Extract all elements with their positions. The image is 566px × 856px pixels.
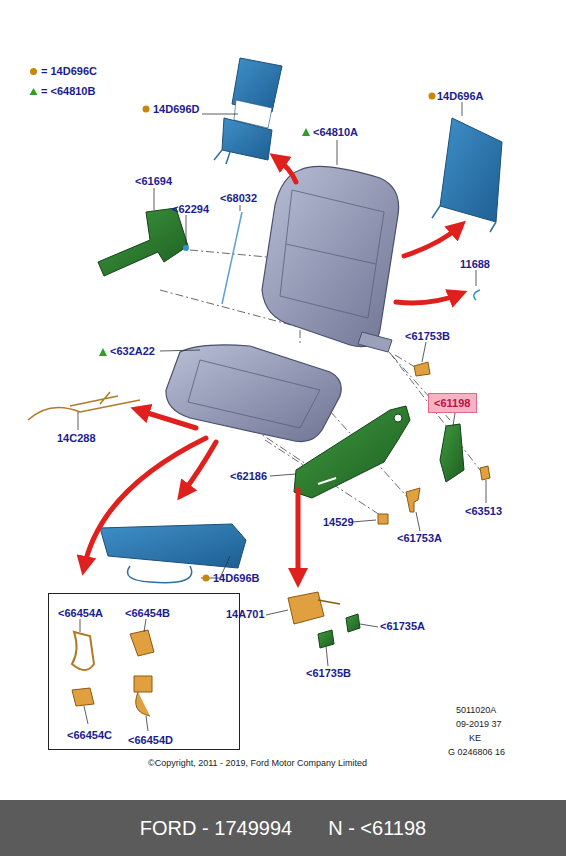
part-number: <66454B: [125, 607, 170, 619]
part-number: <62294: [172, 203, 209, 216]
part-number: <61735A: [380, 620, 425, 633]
part-number: 14A701: [226, 608, 265, 621]
legend-entry: = 14D696C: [29, 65, 97, 77]
highlight-box: <61198: [428, 393, 477, 413]
part-number: <63513: [465, 505, 502, 518]
part-number: <61753A: [397, 532, 442, 545]
node-text: <61198: [434, 397, 471, 409]
note-text: G 0246806 16: [448, 746, 505, 759]
part-number: <66454A: [58, 607, 103, 619]
part-number: <62186: [230, 470, 267, 483]
note-text: 5011020A: [456, 704, 496, 717]
part-number: 11688: [460, 258, 490, 271]
node-text: N - <61198: [328, 817, 426, 840]
legend-swatch: [29, 87, 38, 96]
note-text: 09-2019 37: [456, 718, 502, 731]
part-number: <68032: [220, 192, 257, 205]
part-number: <61735B: [306, 667, 351, 680]
part-number: 14C288: [57, 432, 96, 445]
node-text: FORD - 1749994: [140, 817, 292, 840]
part-number: 14D696A: [437, 90, 483, 103]
note-text: ©Copyright, 2011 - 2019, Ford Motor Comp…: [148, 757, 367, 770]
part-number-band: FORD - 1749994 N - <61198: [0, 800, 566, 856]
legend-entry: = <64810B: [29, 85, 95, 97]
note-text: KE: [469, 732, 481, 745]
legend-swatch: [29, 67, 38, 76]
legend-text: = 14D696C: [41, 65, 97, 77]
legend-swatch-shape: [30, 88, 38, 95]
part-number: 14D696D: [153, 103, 199, 116]
inset-frame: <66454A <66454B <66454C <66454D: [48, 593, 240, 750]
part-number: <66454D: [128, 734, 173, 746]
part-number: <61753B: [405, 330, 450, 343]
part-number: <632A22: [110, 345, 155, 358]
legend-swatch-shape: [30, 68, 37, 75]
part-number: 14D696B: [213, 572, 259, 585]
part-number: <66454C: [67, 729, 112, 741]
legend-text: = <64810B: [41, 85, 95, 97]
part-number: <61694: [135, 175, 172, 188]
part-number: <64810A: [313, 126, 358, 139]
part-number: 14529: [323, 516, 354, 529]
